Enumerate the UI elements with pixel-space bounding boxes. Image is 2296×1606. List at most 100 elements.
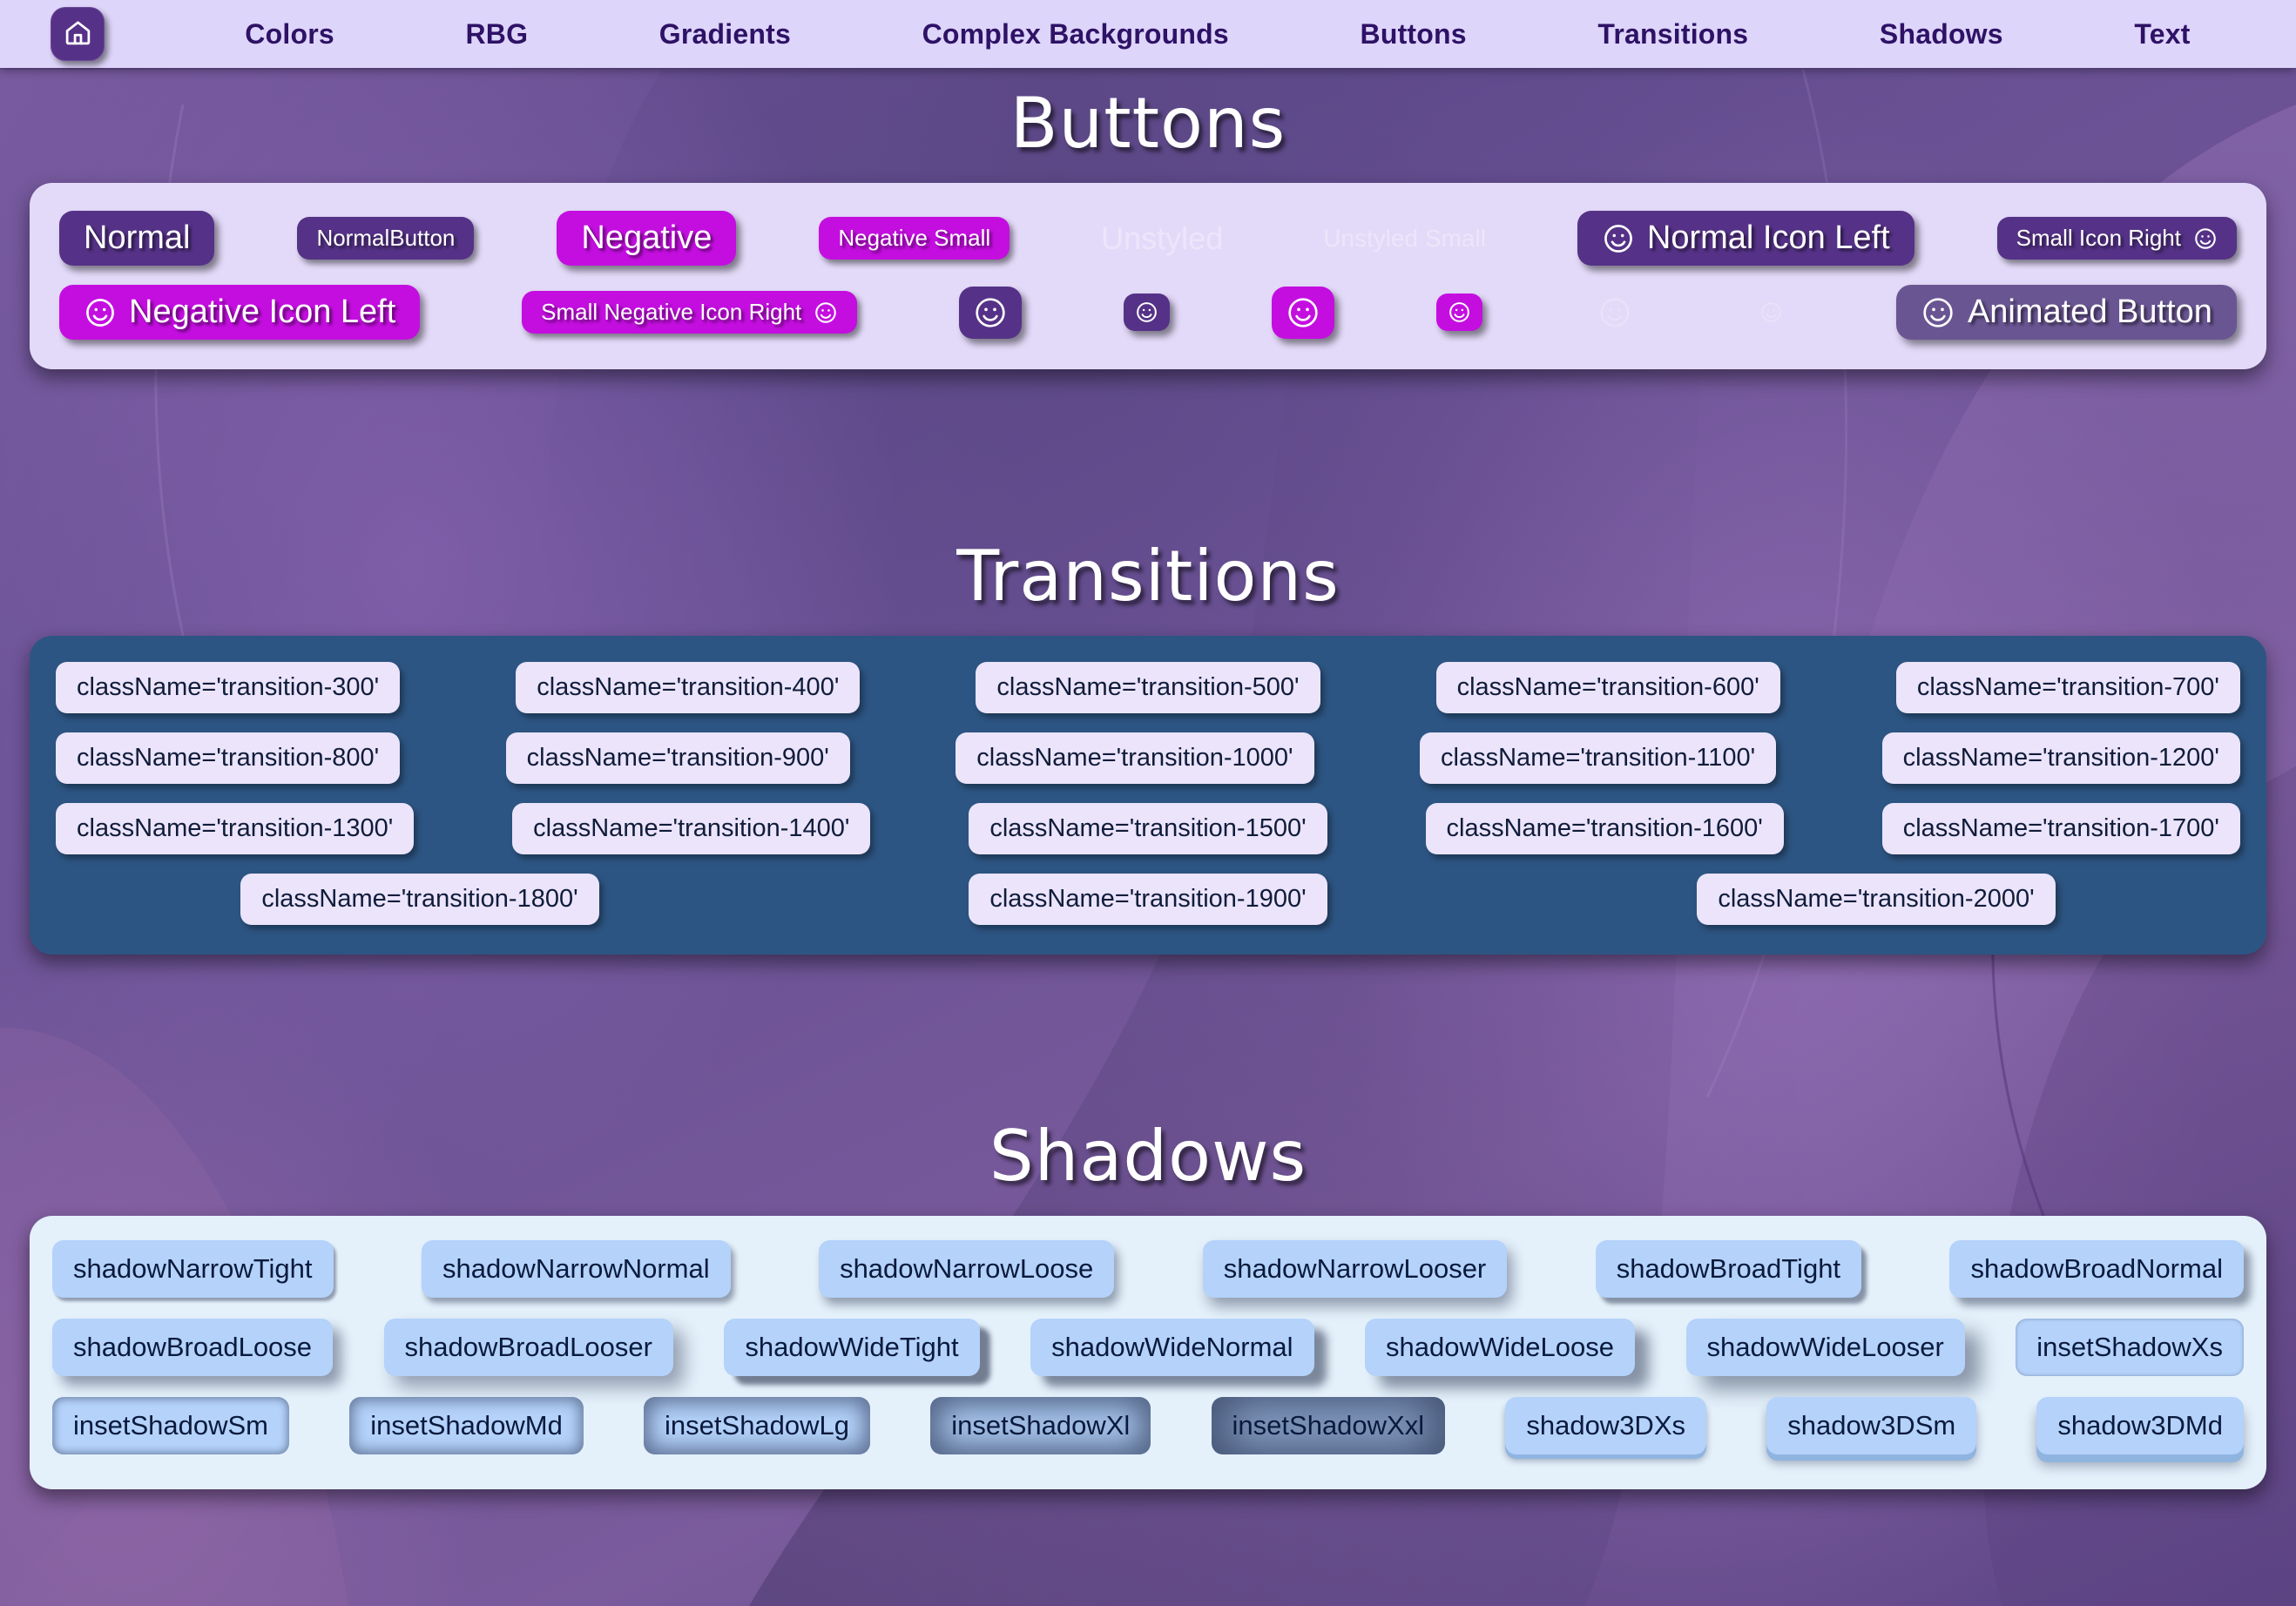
button-label: Normal Icon Left xyxy=(1646,219,1890,256)
smiley-icon xyxy=(2193,226,2218,251)
button-negative-small[interactable]: Negative Small xyxy=(819,217,1010,260)
icon-button-unstyled-small[interactable] xyxy=(1748,294,1794,331)
shadow-chip[interactable]: shadow3DXs xyxy=(1505,1397,1706,1454)
transition-chip[interactable]: className='transition-500' xyxy=(976,662,1320,713)
shadow-chip[interactable]: shadow3DMd xyxy=(2036,1397,2244,1454)
button-label: Negative xyxy=(581,219,712,256)
shadows-row: insetShadowSm insetShadowMd insetShadowL… xyxy=(52,1397,2244,1454)
shadows-panel: shadowNarrowTight shadowNarrowNormal sha… xyxy=(30,1216,2266,1489)
buttons-panel: Normal NormalButton Negative Negative Sm… xyxy=(30,183,2266,369)
shadow-chip[interactable]: shadowNarrowTight xyxy=(52,1240,334,1298)
shadow-chip[interactable]: shadowNarrowLooser xyxy=(1202,1240,1508,1298)
button-label: Negative Small xyxy=(838,225,991,251)
button-negative[interactable]: Negative xyxy=(557,211,737,266)
smiley-icon xyxy=(1448,300,1471,324)
shadow-chip[interactable]: insetShadowLg xyxy=(644,1397,871,1454)
shadow-chip[interactable]: shadow3DSm xyxy=(1766,1397,1977,1454)
smiley-icon xyxy=(1286,295,1320,330)
smiley-icon xyxy=(814,300,838,325)
shadows-row: shadowBroadLoose shadowBroadLooser shado… xyxy=(52,1319,2244,1376)
button-label: Negative Icon Left xyxy=(129,294,396,330)
shadow-chip[interactable]: shadowWideLooser xyxy=(1685,1319,1965,1376)
button-label: Small Negative Icon Right xyxy=(541,299,802,325)
button-label: Unstyled Small xyxy=(1323,224,1486,252)
transition-chip[interactable]: className='transition-400' xyxy=(516,662,861,713)
shadow-chip[interactable]: insetShadowXxl xyxy=(1211,1397,1446,1454)
button-negative-icon-left[interactable]: Negative Icon Left xyxy=(59,285,421,340)
nav-link-colors[interactable]: Colors xyxy=(245,17,334,50)
shadow-chip[interactable]: shadowNarrowLoose xyxy=(819,1240,1115,1298)
smiley-icon xyxy=(84,296,117,329)
icon-button-unstyled[interactable] xyxy=(1584,287,1646,339)
transitions-row: className='transition-800' className='tr… xyxy=(56,732,2240,784)
smiley-icon xyxy=(1921,295,1955,330)
button-label: Animated Button xyxy=(1967,294,2212,330)
button-unstyled-small[interactable]: Unstyled Small xyxy=(1314,218,1495,260)
transition-chip[interactable]: className='transition-1200' xyxy=(1881,732,2240,784)
icon-button-negative[interactable] xyxy=(1271,286,1334,339)
shadows-row: shadowNarrowTight shadowNarrowNormal sha… xyxy=(52,1240,2244,1298)
nav-link-complex-backgrounds[interactable]: Complex Backgrounds xyxy=(922,17,1229,50)
transition-chip[interactable]: className='transition-600' xyxy=(1435,662,1780,713)
shadow-chip[interactable]: shadowBroadTight xyxy=(1595,1240,1862,1298)
transition-chip[interactable]: className='transition-800' xyxy=(56,732,401,784)
shadow-chip[interactable]: shadowWideLoose xyxy=(1365,1319,1635,1376)
transition-chip[interactable]: className='transition-2000' xyxy=(1697,874,2056,925)
section-title-transitions: Transitions xyxy=(956,536,1340,617)
button-normal-icon-left[interactable]: Normal Icon Left xyxy=(1577,211,1914,266)
shadow-chip[interactable]: insetShadowXl xyxy=(930,1397,1151,1454)
icon-button-negative-small[interactable] xyxy=(1435,294,1482,331)
button-label: Normal xyxy=(84,219,191,256)
buttons-row-2: Negative Icon Left Small Negative Icon R… xyxy=(59,285,2237,340)
section-title-shadows: Shadows xyxy=(989,1116,1307,1197)
nav-link-gradients[interactable]: Gradients xyxy=(658,17,791,50)
button-unstyled[interactable]: Unstyled xyxy=(1092,213,1232,264)
shadow-chip[interactable]: insetShadowMd xyxy=(349,1397,584,1454)
icon-button-normal[interactable] xyxy=(959,286,1023,339)
section-title-buttons: Buttons xyxy=(1010,83,1286,164)
button-normal[interactable]: Normal xyxy=(59,211,215,266)
nav-link-rbg[interactable]: RBG xyxy=(465,17,529,50)
icon-button-normal-small[interactable] xyxy=(1123,294,1170,331)
transition-chip[interactable]: className='transition-900' xyxy=(505,732,850,784)
button-small-icon-right[interactable]: Small Icon Right xyxy=(1996,217,2237,260)
nav-link-transitions[interactable]: Transitions xyxy=(1597,17,1749,50)
transition-chip[interactable]: className='transition-300' xyxy=(56,662,401,713)
top-navbar: Colors RBG Gradients Complex Backgrounds… xyxy=(0,0,2296,68)
transition-chip[interactable]: className='transition-1400' xyxy=(512,803,871,854)
button-normal-small[interactable]: NormalButton xyxy=(297,217,475,260)
shadow-chip[interactable]: insetShadowXs xyxy=(2016,1319,2244,1376)
transitions-row: className='transition-300' className='tr… xyxy=(56,662,2240,713)
transition-chip[interactable]: className='transition-1600' xyxy=(1425,803,1784,854)
transitions-row: className='transition-1300' className='t… xyxy=(56,803,2240,854)
shadow-chip[interactable]: insetShadowSm xyxy=(52,1397,290,1454)
home-button[interactable] xyxy=(51,7,105,61)
button-animated[interactable]: Animated Button xyxy=(1895,285,2237,340)
smiley-icon xyxy=(1597,295,1632,330)
shadow-chip[interactable]: shadowWideTight xyxy=(724,1319,980,1376)
smiley-icon xyxy=(973,295,1008,330)
transition-chip[interactable]: className='transition-1300' xyxy=(56,803,415,854)
button-label: NormalButton xyxy=(316,225,456,251)
shadow-chip[interactable]: shadowBroadLoose xyxy=(52,1319,334,1376)
button-small-negative-icon-right[interactable]: Small Negative Icon Right xyxy=(522,291,858,334)
transitions-row: className='transition-1800' className='t… xyxy=(56,874,2240,925)
transitions-panel: className='transition-300' className='tr… xyxy=(30,636,2266,955)
transition-chip[interactable]: className='transition-1700' xyxy=(1881,803,2240,854)
transition-chip[interactable]: className='transition-1000' xyxy=(956,732,1314,784)
nav-link-text[interactable]: Text xyxy=(2134,17,2191,50)
shadow-chip[interactable]: shadowBroadLooser xyxy=(383,1319,673,1376)
transition-chip[interactable]: className='transition-700' xyxy=(1895,662,2240,713)
transition-chip[interactable]: className='transition-1500' xyxy=(969,803,1327,854)
shadow-chip[interactable]: shadowBroadNormal xyxy=(1949,1240,2244,1298)
shadow-chip[interactable]: shadowWideNormal xyxy=(1030,1319,1314,1376)
transition-chip[interactable]: className='transition-1800' xyxy=(240,874,599,925)
transition-chip[interactable]: className='transition-1100' xyxy=(1420,732,1777,784)
buttons-row-1: Normal NormalButton Negative Negative Sm… xyxy=(59,211,2237,266)
nav-link-buttons[interactable]: Buttons xyxy=(1360,17,1467,50)
nav-link-shadows[interactable]: Shadows xyxy=(1879,17,2003,50)
shadow-chip[interactable]: shadowNarrowNormal xyxy=(421,1240,731,1298)
button-label: Small Icon Right xyxy=(2016,225,2181,251)
transition-chip[interactable]: className='transition-1900' xyxy=(969,874,1327,925)
button-label: Unstyled xyxy=(1101,219,1224,256)
